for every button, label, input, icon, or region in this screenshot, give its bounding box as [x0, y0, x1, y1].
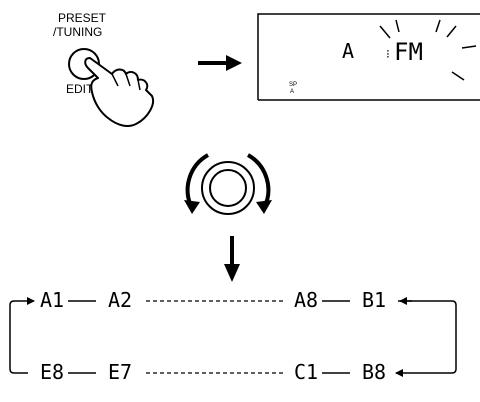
seq-top-1: A1	[40, 288, 64, 312]
down-arrow-icon	[224, 236, 240, 282]
lcd-display	[257, 13, 480, 101]
seq-bottom-1: E8	[40, 360, 64, 384]
pressing-hand-icon	[84, 57, 154, 127]
rotate-left-arrow-icon	[184, 153, 210, 214]
rotate-right-arrow-icon	[246, 153, 272, 214]
seq-bottom-3: C1	[294, 360, 318, 384]
right-arrow-icon	[198, 55, 242, 71]
button-label-preset: PRESET	[58, 11, 107, 25]
blink-rays-icon	[379, 19, 477, 81]
loop-right-arrow	[395, 300, 457, 377]
seq-bottom-4: B8	[362, 360, 386, 384]
button-label-edit: EDIT	[66, 82, 94, 96]
lcd-indicator-sp: SP	[289, 82, 297, 88]
lcd-band-fm: FM	[394, 38, 423, 66]
lcd-char-a: A	[342, 39, 354, 63]
lcd-separator: ⁝	[386, 47, 390, 61]
seq-top-2: A2	[108, 288, 132, 312]
loop-left-arrow	[9, 297, 35, 374]
lcd-indicator-a: A	[290, 89, 294, 95]
rotary-knob-icon	[201, 161, 255, 215]
seq-bottom-2: E7	[108, 360, 132, 384]
button-label-tuning: /TUNING	[53, 25, 102, 39]
sequence-loop: A1 A2 A8 B1 E8 E7 C1 B8	[9, 288, 457, 384]
seq-top-3: A8	[294, 288, 318, 312]
seq-top-4: B1	[362, 288, 386, 312]
